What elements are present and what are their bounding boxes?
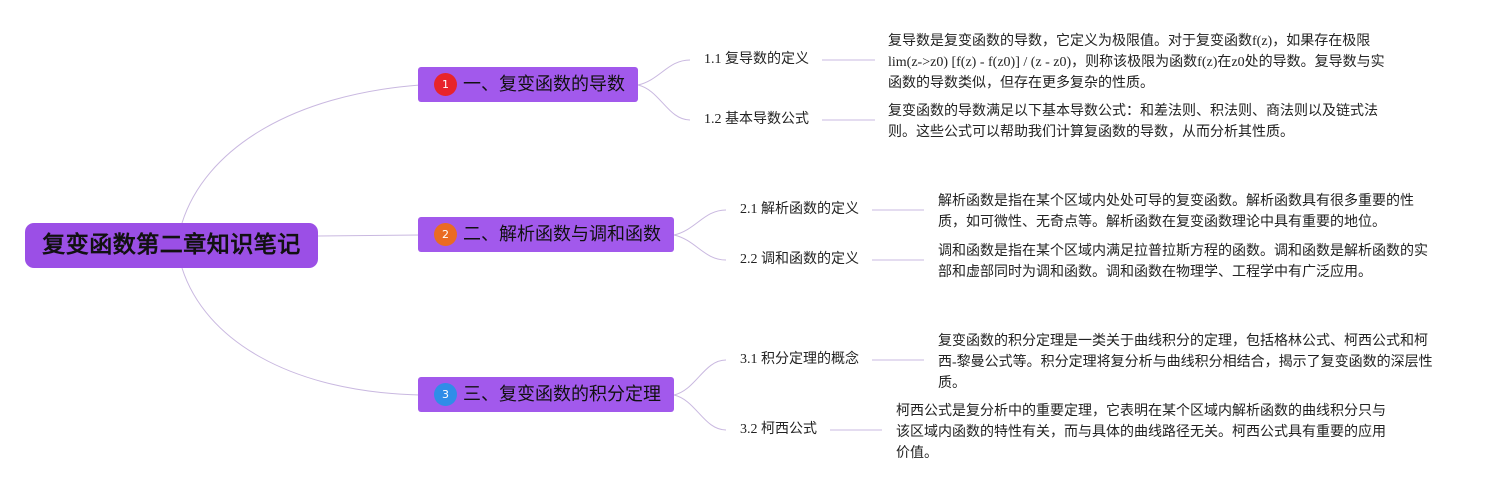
branch-2-to-topic-2-1-connector xyxy=(673,209,727,236)
topic-node-3-1[interactable]: 3.1 积分定理的概念 xyxy=(740,352,859,367)
branch-node-3[interactable]: 3 三、复变函数的积分定理 xyxy=(418,377,674,412)
description-1-2[interactable]: 复变函数的导数满足以下基本导数公式：和差法则、积法则、商法则以及链式法 则。这些… xyxy=(888,101,1378,143)
description-3-2[interactable]: 柯西公式是复分析中的重要定理，它表明在某个区域内解析函数的曲线积分只与 该区域内… xyxy=(896,401,1386,464)
description-line: 函数的导数类似，但存在更多复杂的性质。 xyxy=(888,76,1154,91)
topic-node-1-1[interactable]: 1.1 复导数的定义 xyxy=(704,52,809,67)
branch-label: 三、复变函数的积分定理 xyxy=(463,384,661,405)
description-line: 西-黎曼公式等。积分定理将复分析与曲线积分相结合，揭示了复变函数的深层性 xyxy=(938,355,1433,370)
branch-node-2[interactable]: 2 二、解析函数与调和函数 xyxy=(418,217,674,252)
number-badge-3: 3 xyxy=(434,383,457,406)
description-2-1[interactable]: 解析函数是指在某个区域内处处可导的复变函数。解析函数具有很多重要的性 质，如可微… xyxy=(938,191,1414,233)
branch-2-to-topic-2-2-connector xyxy=(673,234,727,261)
number-badge-1: 1 xyxy=(434,73,457,96)
description-line: 复导数是复变函数的导数，它定义为极限值。对于复变函数f(z)，如果存在极限 xyxy=(888,34,1371,49)
description-line: 部和虚部同时为调和函数。调和函数在物理学、工程学中有广泛应用。 xyxy=(938,265,1372,280)
branch-1-to-topic-1-1-connector xyxy=(637,59,691,86)
description-line: 复变函数的积分定理是一类关于曲线积分的定理，包括格林公式、柯西公式和柯 xyxy=(938,334,1428,349)
description-line: lim(z->z0) [f(z) - f(z0)] / (z - z0)，则称该… xyxy=(888,55,1385,70)
description-line: 复变函数的导数满足以下基本导数公式：和差法则、积法则、商法则以及链式法 xyxy=(888,104,1378,119)
number-badge-2: 2 xyxy=(434,223,457,246)
branch-node-1[interactable]: 1 一、复变函数的导数 xyxy=(418,67,638,102)
description-line: 价值。 xyxy=(896,446,938,461)
description-1-1[interactable]: 复导数是复变函数的导数，它定义为极限值。对于复变函数f(z)，如果存在极限 li… xyxy=(888,31,1385,94)
root-to-branch-1-connector xyxy=(181,84,421,224)
topic-node-3-2[interactable]: 3.2 柯西公式 xyxy=(740,422,817,437)
topic-node-2-2[interactable]: 2.2 调和函数的定义 xyxy=(740,252,859,267)
root-node[interactable]: 复变函数第二章知识笔记 xyxy=(25,223,318,268)
branch-1-to-topic-1-2-connector xyxy=(637,84,691,121)
description-line: 质。 xyxy=(938,376,966,391)
topic-node-2-1[interactable]: 2.1 解析函数的定义 xyxy=(740,202,859,217)
root-to-branch-3-connector xyxy=(181,267,421,396)
description-3-1[interactable]: 复变函数的积分定理是一类关于曲线积分的定理，包括格林公式、柯西公式和柯 西-黎曼… xyxy=(938,331,1433,394)
description-line: 该区域内函数的特性有关，而与具体的曲线路径无关。柯西公式具有重要的应用 xyxy=(896,425,1386,440)
branch-3-to-topic-3-1-connector xyxy=(673,359,727,396)
description-line: 柯西公式是复分析中的重要定理，它表明在某个区域内解析函数的曲线积分只与 xyxy=(896,404,1386,419)
description-line: 调和函数是指在某个区域内满足拉普拉斯方程的函数。调和函数是解析函数的实 xyxy=(938,244,1428,259)
description-line: 则。这些公式可以帮助我们计算复函数的导数，从而分析其性质。 xyxy=(888,125,1294,140)
branch-label: 二、解析函数与调和函数 xyxy=(463,224,661,245)
root-to-branch-2-connector xyxy=(317,234,421,237)
branch-3-to-topic-3-2-connector xyxy=(673,394,727,431)
description-2-2[interactable]: 调和函数是指在某个区域内满足拉普拉斯方程的函数。调和函数是解析函数的实 部和虚部… xyxy=(938,241,1428,283)
description-line: 解析函数是指在某个区域内处处可导的复变函数。解析函数具有很多重要的性 xyxy=(938,194,1414,209)
topic-node-1-2[interactable]: 1.2 基本导数公式 xyxy=(704,112,809,127)
description-line: 质，如可微性、无奇点等。解析函数在复变函数理论中具有重要的地位。 xyxy=(938,215,1386,230)
branch-label: 一、复变函数的导数 xyxy=(463,74,625,95)
